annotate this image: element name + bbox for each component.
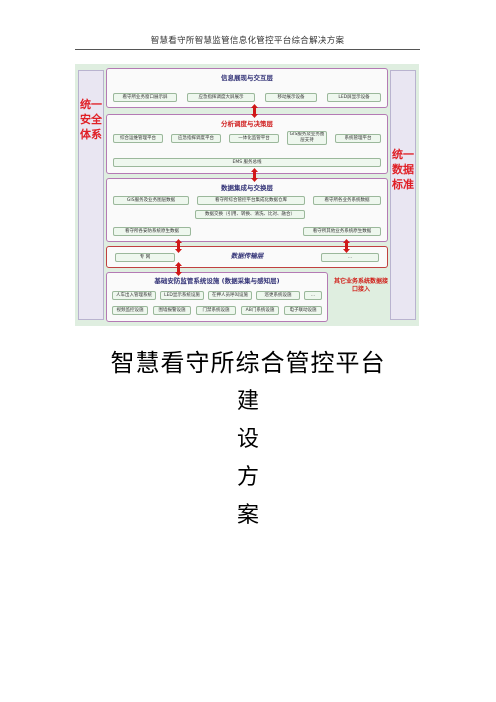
- document-subtitle-char: 方: [236, 465, 259, 490]
- security-system-label: 统一安全体系: [80, 98, 102, 141]
- transport-layer-title: 数据传输层: [230, 252, 264, 260]
- document-subtitle-char: 设: [236, 427, 259, 452]
- data-exchange-box: 数据交换（引用、转换、清洗、比对、融合）: [195, 210, 305, 219]
- document-subtitle-char: 案: [236, 503, 259, 528]
- infrastructure-box: 在押人员呼叫设施: [208, 291, 252, 300]
- data-standard-column: 统一数据标准: [390, 70, 416, 320]
- double-arrow-icon: [251, 104, 258, 118]
- infrastructure-box: 人车出入管理系统: [112, 291, 156, 300]
- private-network-box: 专 网: [115, 253, 175, 262]
- infrastructure-layer: 基础安防监管系统设施 (数据采集与感知层) 人车出入管理系统 LED显示系统设施…: [106, 272, 328, 322]
- architecture-diagram: 统一安全体系 统一数据标准 信息展现与交互层 看守所业务窗口展示屏 应急指挥调度…: [75, 64, 419, 326]
- double-arrow-icon: [251, 168, 258, 182]
- integration-layer-title: 数据集成与交换层: [221, 184, 273, 192]
- analysis-box: 综合运维管理平台: [113, 134, 163, 143]
- analysis-box: 系统管理平台: [335, 134, 381, 143]
- document-title: 智慧看守所综合管控平台: [110, 349, 386, 377]
- security-raw-data-box: 看守所各安防系统原生数据: [113, 227, 191, 236]
- header-rule: [75, 49, 420, 50]
- infrastructure-box: 围墙报警设施: [153, 306, 191, 315]
- presentation-box: LED屏显示设备: [327, 93, 381, 102]
- analysis-box: 一体化监管平台: [229, 134, 279, 143]
- infrastructure-box: AB门系统设施: [241, 306, 279, 315]
- analysis-layer: 分析调度与决策层 综合运维管理平台 应急指挥调度平台 一体化监管平台 GIS服务…: [106, 114, 388, 174]
- presentation-layer-title: 信息展现与交互层: [221, 74, 273, 82]
- double-arrow-icon: [343, 239, 350, 253]
- double-arrow-icon: [175, 239, 182, 253]
- infrastructure-layer-title: 基础安防监管系统设施 (数据采集与感知层): [154, 277, 280, 285]
- presentation-box: 看守所业务窗口展示屏: [113, 93, 177, 102]
- integration-box: 看守所各业务系统数据: [313, 196, 381, 205]
- page-header: 智慧看守所智慧监管信息化管控平台综合解决方案: [150, 36, 345, 46]
- presentation-box: 移动展示设备: [265, 93, 317, 102]
- security-system-column: 统一安全体系: [78, 70, 104, 320]
- business-raw-data-box: 看守所其他业务系统原生数据: [303, 227, 381, 236]
- integration-box: GIS服务及业务图层数据: [113, 196, 189, 205]
- infrastructure-box: ...: [304, 291, 322, 300]
- other-systems-interface: 其它业务系统数据接口接入: [333, 278, 388, 293]
- data-standard-label: 统一数据标准: [392, 148, 414, 191]
- ems-bus: EMS 服务总线: [113, 158, 381, 167]
- infrastructure-box: LED显示系统设施: [160, 291, 204, 300]
- infrastructure-box: 门禁系统设施: [196, 306, 236, 315]
- infrastructure-box: 视频监控设施: [112, 306, 148, 315]
- integration-layer: 数据集成与交换层 GIS服务及业务图层数据 看守所综合管控平台集成化数据仓库 看…: [106, 178, 388, 242]
- double-arrow-icon: [175, 262, 182, 276]
- document-subtitle-char: 建: [236, 389, 259, 414]
- presentation-box: 应急指挥调度大屏展示: [187, 93, 255, 102]
- analysis-layer-title: 分析调度与决策层: [221, 120, 273, 128]
- analysis-box: GIS服务及业务图层支持: [287, 131, 327, 145]
- transport-layer: 数据传输层 专 网 ...: [106, 246, 388, 268]
- analysis-box: 应急指挥调度平台: [171, 134, 221, 143]
- transport-more-box: ...: [321, 253, 379, 262]
- integration-box: 看守所综合管控平台集成化数据仓库: [197, 196, 305, 205]
- infrastructure-box: 巡更系统设施: [256, 291, 300, 300]
- presentation-layer: 信息展现与交互层 看守所业务窗口展示屏 应急指挥调度大屏展示 移动展示设备 LE…: [106, 68, 388, 108]
- infrastructure-box: 电子联动设施: [284, 306, 322, 315]
